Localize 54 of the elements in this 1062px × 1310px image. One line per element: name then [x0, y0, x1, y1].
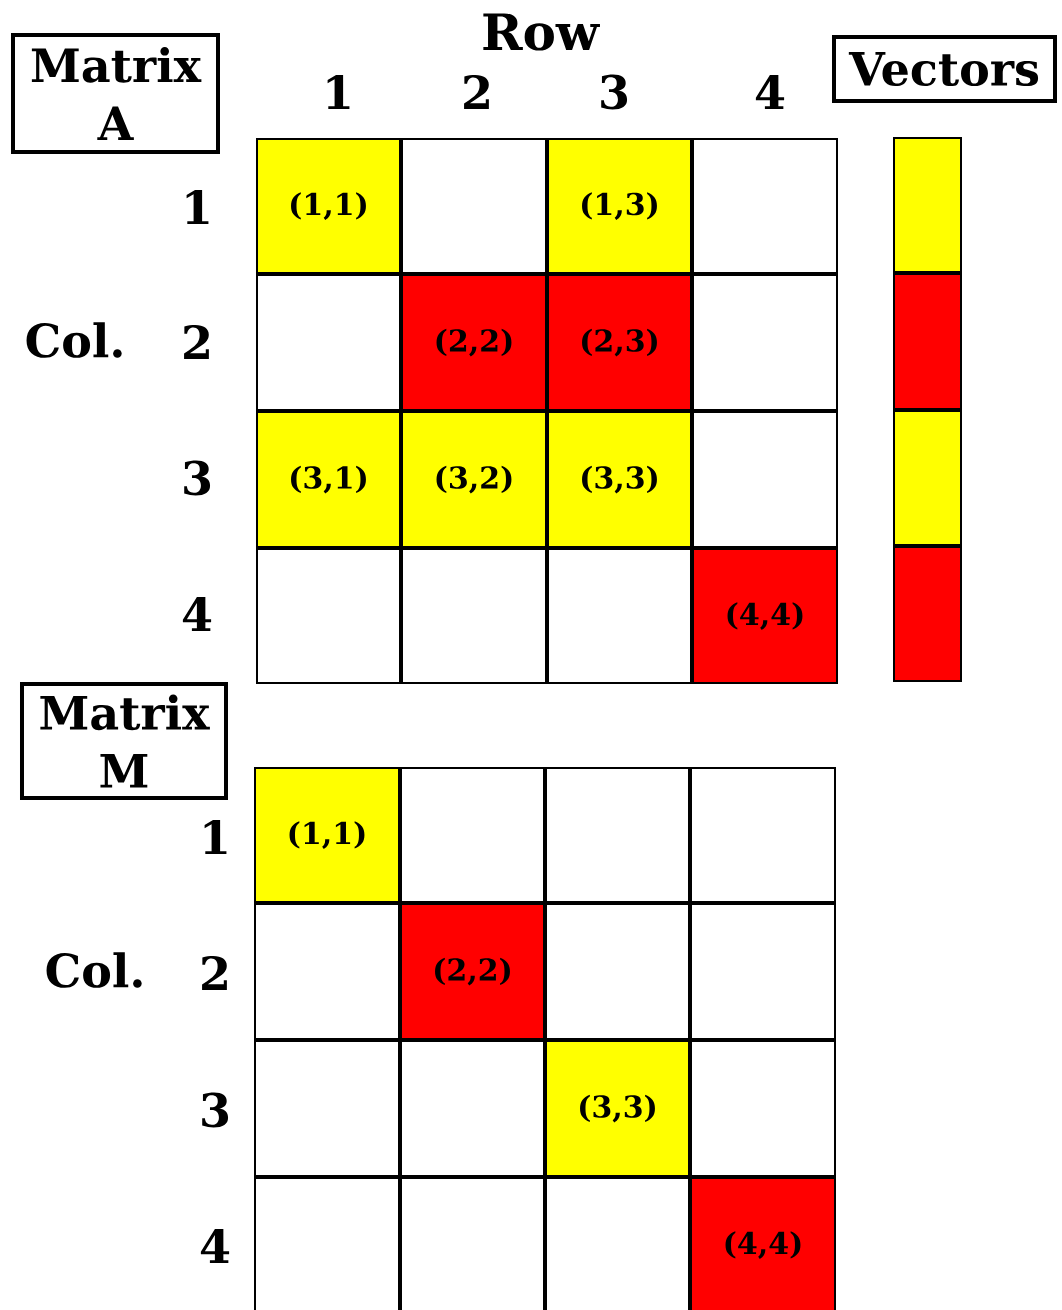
index-number: 1 — [186, 189, 209, 225]
index-number: 1 — [204, 819, 227, 855]
matrix-cell — [400, 767, 545, 903]
title-box: Matrix M — [20, 682, 228, 800]
index-number: 2 — [464, 74, 489, 110]
index-number: 2 — [184, 324, 209, 360]
axis-label: Col. — [46, 952, 142, 988]
matrix-cell: (3,1) — [256, 411, 401, 548]
matrix-cell — [400, 1177, 545, 1310]
matrix-cell — [690, 767, 836, 903]
matrix-cell — [545, 903, 690, 1040]
matrix-cell: (1,3) — [547, 138, 692, 274]
matrix-cell — [401, 138, 547, 274]
vector-segment — [893, 137, 962, 273]
vector-segment — [893, 546, 962, 682]
index-number: 1 — [327, 74, 350, 110]
matrix-cell — [254, 903, 400, 1040]
matrix-cell: (3,3) — [545, 1040, 690, 1177]
title-box: Vectors — [832, 35, 1057, 103]
matrix-cell: (4,4) — [690, 1177, 836, 1310]
index-number: 4 — [755, 74, 785, 110]
vector-segment — [893, 273, 962, 410]
matrix-cell: (2,2) — [401, 274, 547, 411]
matrix-cell — [692, 411, 838, 548]
axis-label: Row — [483, 13, 600, 51]
matrix-cell: (1,1) — [254, 767, 400, 903]
matrix-cell — [256, 548, 401, 684]
matrix-cell — [254, 1177, 400, 1310]
index-number: 2 — [202, 955, 227, 991]
vector-segment — [893, 410, 962, 546]
matrix-cell: (2,2) — [400, 903, 545, 1040]
index-number: 3 — [601, 74, 628, 110]
index-number: 3 — [202, 1092, 229, 1128]
matrix-cell: (3,3) — [547, 411, 692, 548]
matrix-cell: (3,2) — [401, 411, 547, 548]
matrix-cell — [256, 274, 401, 411]
matrix-cell — [401, 548, 547, 684]
matrix-cell: (2,3) — [547, 274, 692, 411]
index-number: 4 — [200, 1228, 230, 1264]
index-number: 4 — [182, 596, 212, 632]
matrix-cell — [545, 767, 690, 903]
matrix-cell — [690, 1040, 836, 1177]
matrix-cell — [692, 274, 838, 411]
matrix-cell — [545, 1177, 690, 1310]
matrix-cell — [400, 1040, 545, 1177]
matrix-cell — [547, 548, 692, 684]
matrix-cell: (4,4) — [692, 548, 838, 684]
title-box: Matrix A — [11, 33, 220, 154]
matrix-cell — [254, 1040, 400, 1177]
matrix-cell: (1,1) — [256, 138, 401, 274]
matrix-cell — [692, 138, 838, 274]
matrix-cell — [690, 903, 836, 1040]
axis-label: Col. — [26, 322, 122, 358]
index-number: 3 — [184, 460, 211, 496]
